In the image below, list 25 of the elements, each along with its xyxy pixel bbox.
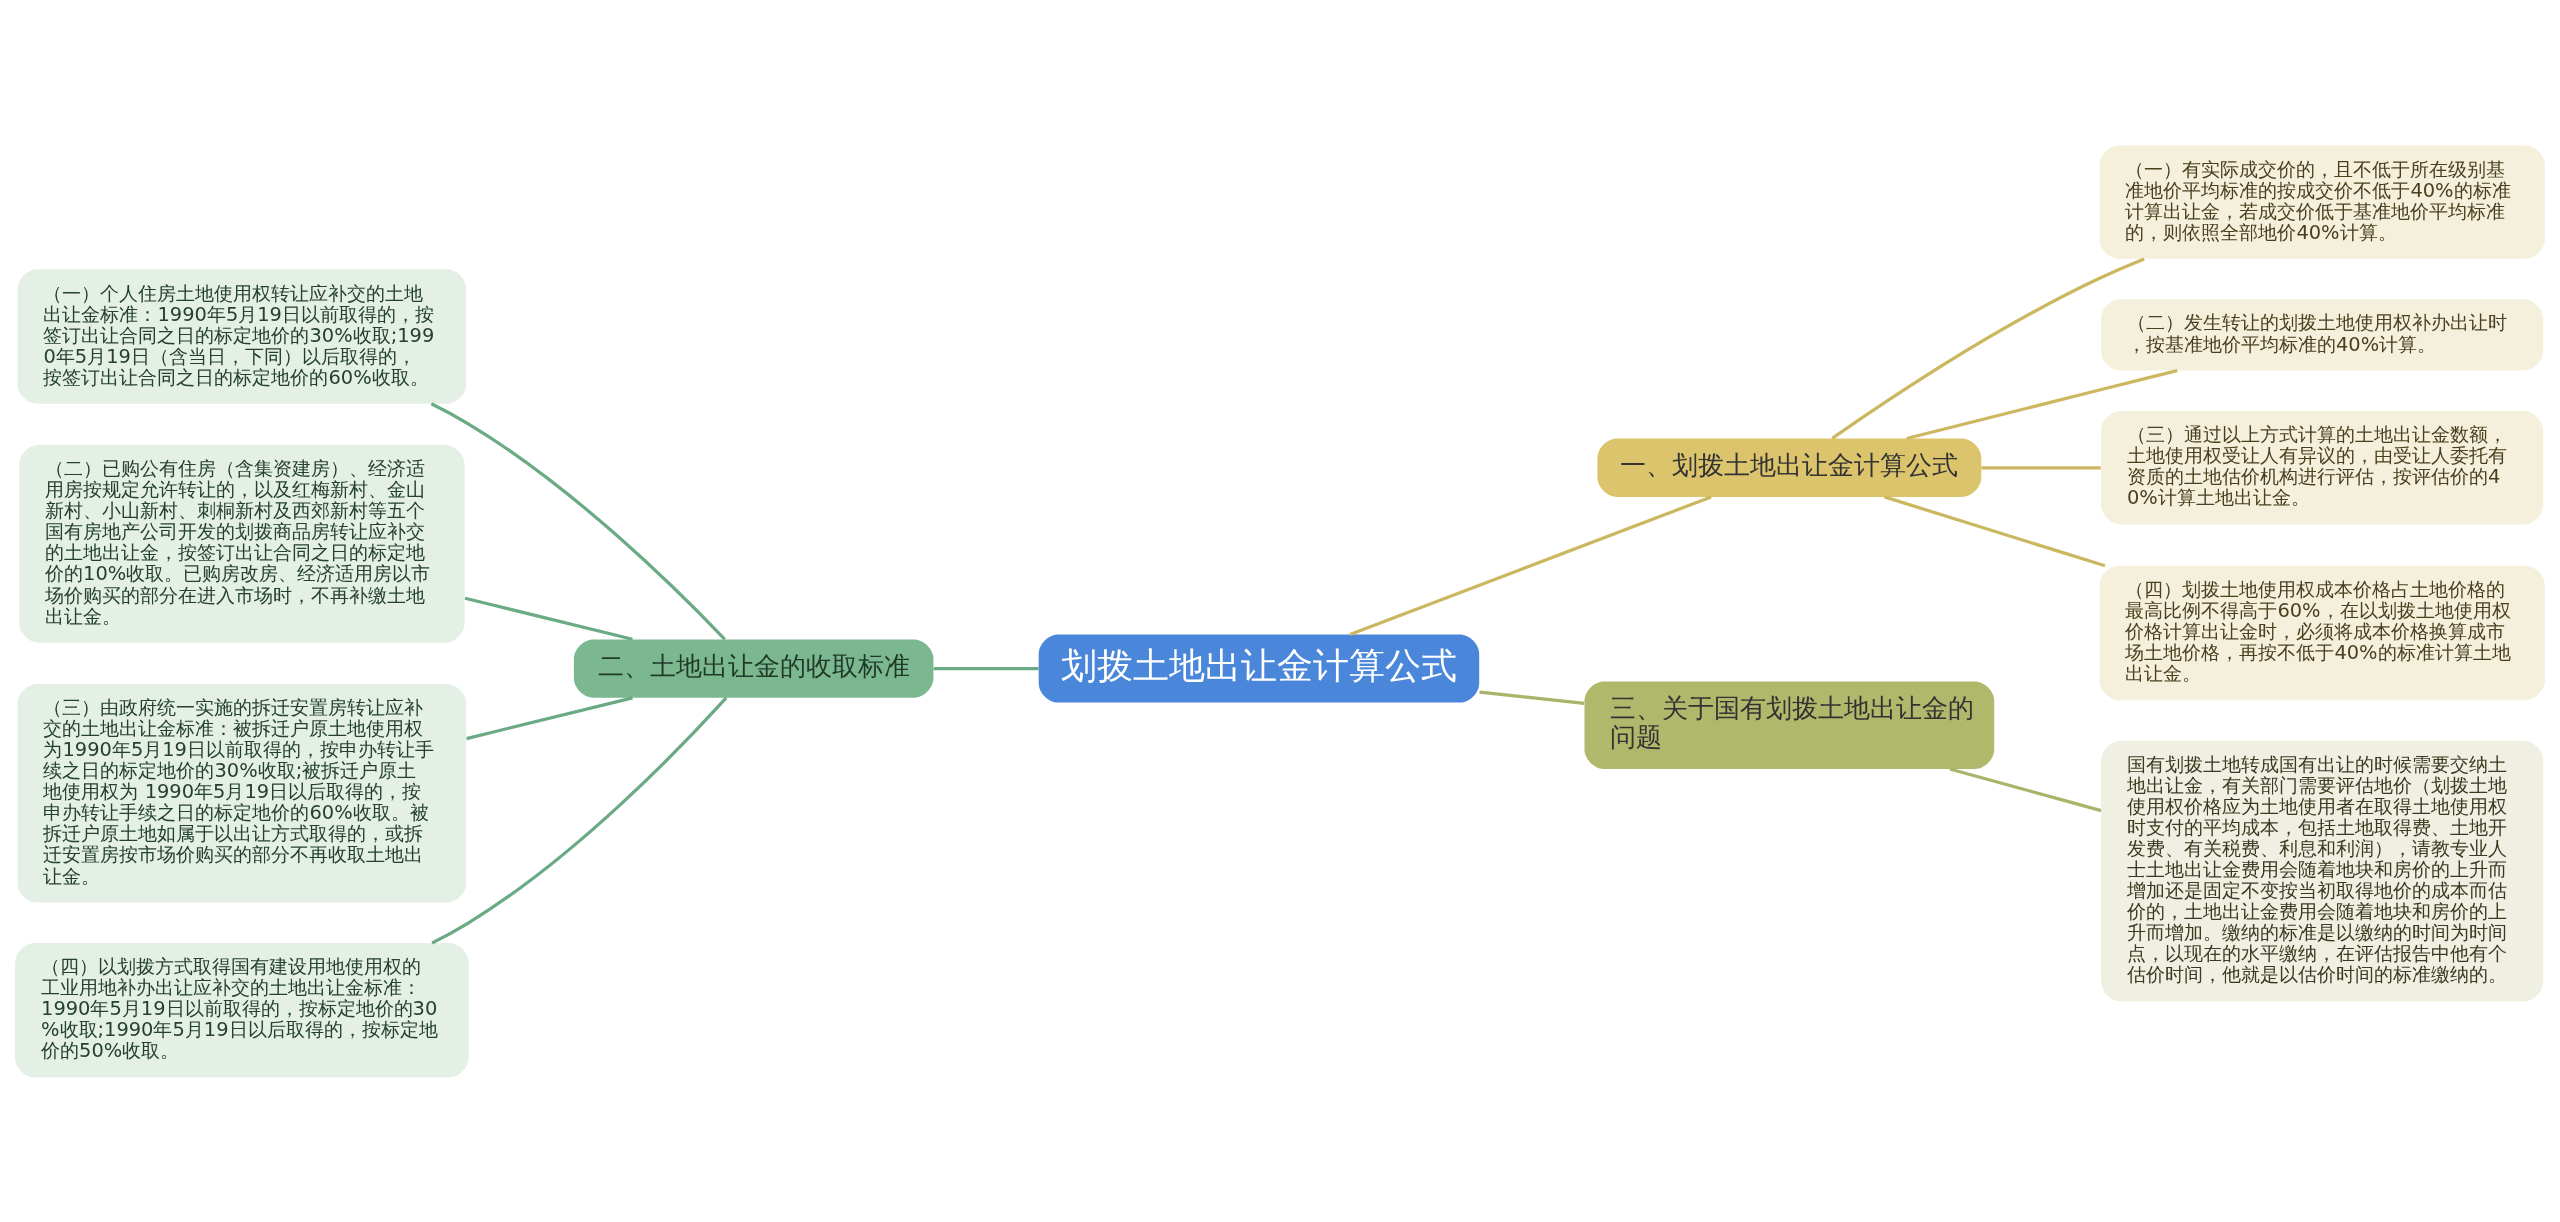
connector (464, 596, 633, 641)
connector (1831, 256, 2145, 440)
node-box: （一）个人住房土地使用权转让应补交的土地出让金标准：1990年5月19日以前取得的，按签订出让合同之日的标定地价的30%收取;1990年5月19日（含当日，下同）以后取得的，按签订出让合同之日的标定地价的60%收取。 (17, 268, 467, 404)
connector (430, 401, 726, 640)
connector (1949, 766, 2102, 812)
connector (466, 695, 633, 740)
connector (1479, 690, 1585, 705)
node-box: 三、关于国有划拨土地出让金的问题 (1584, 681, 1995, 769)
node-box: （四）划拨土地使用权成本价格占土地价格的最高比例不得高于60%，在以划拨土地使用权价格计算出让金时，必须将成本价格换算成市场土地价格，再按不低于40%的标准计算土地出让金。 (2099, 565, 2545, 700)
node-box: 国有划拨土地转成国有出让的时候需要交纳土地出让金，有关部门需要评估地价（划拨土地使用权价格应为土地使用者在取得土地使用权时支付的平均成本，包括土地取得费、土地开发费、有关税费、利息和利润），请教专业人士土地出让金费用会随着地块和房价的上升而增加还是固定不变按当初取得地价的成本而估价的，土地出让金费用会随着地块和房价的上升而增加。缴纳的标准是以缴纳的时间为时间点，以现在的水平缴纳，在评估报告中他有个估价时间，他就是以估价时间的标准缴纳的。 (2101, 740, 2544, 1001)
node-box: （二）已购公有住房（含集资建房）、经济适用房按规定允许转让的，以及红梅新村、金山新村、小山新村、刺桐新村及西郊新村等五个国有房地产公司开发的划拨商品房转让应补交的土地出让金，按签订出让合同之日的标定地价的10%收取。已购房改房、经济适用房以市场价购买的部分在进入市场时，不再补缴土地出让金。 (19, 444, 465, 643)
node-box: 划拨土地出让金计算公式 (1038, 634, 1480, 703)
connector (1906, 368, 2178, 440)
node-box: 一、划拨土地出让金计算公式 (1597, 438, 1982, 497)
connector (1981, 465, 2101, 469)
node-box: （三）通过以上方式计算的土地出让金数额，土地使用权受让人有异议的，由受让人委托有资质的土地估价机构进行评估，按评估价的40%计算土地出让金。 (2101, 410, 2544, 524)
node-box: 二、土地出让金的收取标准 (573, 638, 934, 698)
node-box: （三）由政府统一实施的拆迁安置房转让应补交的土地出让金标准：被拆迁户原土地使用权为1990年5月19日以前取得的，按申办转让手续之日的标定地价的30%收取;被拆迁户原土地使用权为 1990年5月19日以后取得的，按申办转让手续之日的标定地价的60%收取。被拆迁户原土地如属于以出让方式取得的，或拆迁安置房按市场价购买的部分不再收取土地出让金。 (17, 683, 467, 903)
connector (933, 666, 1039, 670)
node-box: （二）发生转让的划拨土地使用权补办出让时，按基准地价平均标准的40%计算。 (2101, 298, 2544, 371)
connector (1349, 494, 1712, 636)
node-box: （四）以划拨方式取得国有建设用地使用权的工业用地补办出让应补交的土地出让金标准：1990年5月19日以前取得的，按标定地价的30%收取;1990年5月19日以后取得的，按标定地价的50%收取。 (15, 942, 469, 1077)
node-box: （一）有实际成交价的，且不低于所在级别基准地价平均标准的按成交价不低于40%的标准计算出让金，若成交价低于基准地价平均标准的，则依照全部地价40%计算。 (2099, 145, 2545, 259)
connector (431, 696, 728, 944)
connector (1883, 494, 2106, 567)
